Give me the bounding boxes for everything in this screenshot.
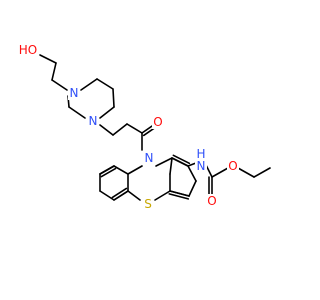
double-bond	[99, 165, 115, 175]
nh-carbamate-label: N	[197, 159, 206, 173]
single-bond	[113, 165, 129, 175]
nh-carbamate-label: H	[196, 147, 205, 161]
double-bond	[113, 190, 129, 201]
double-bond-second-line	[111, 187, 128, 199]
n-piperazine-bottom-label: N	[89, 114, 98, 128]
single-bond	[187, 165, 197, 182]
s-phenothiazine-label: S	[144, 197, 152, 211]
single-bond	[253, 167, 271, 178]
single-bond	[112, 88, 115, 108]
single-bond	[188, 180, 197, 197]
double-bond	[169, 190, 190, 197]
single-bond	[80, 78, 98, 91]
s-phenothiazine-label-background	[142, 197, 154, 211]
double-bond-second-line	[172, 154, 191, 165]
single-bond	[126, 123, 143, 134]
single-bond	[99, 106, 115, 119]
o-carbonyl-label-background	[152, 115, 164, 129]
oh-label-background	[18, 43, 38, 57]
double-bond	[171, 157, 189, 167]
single-bond	[99, 124, 114, 136]
o-carbonyl-label: O	[153, 115, 162, 129]
n-phenothiazine-label-background	[143, 151, 155, 165]
n-phenothiazine-label: N	[145, 151, 154, 165]
single-bond	[155, 157, 173, 167]
bonds	[39, 54, 271, 201]
single-bond	[187, 162, 197, 167]
single-bond	[96, 78, 114, 90]
single-bond	[39, 54, 57, 64]
o-carbamate-ester-label-background	[227, 159, 239, 173]
o-carbamate-ester-label: O	[228, 159, 237, 173]
oh-label: HO	[19, 43, 37, 57]
single-bond	[127, 190, 141, 201]
single-bond	[51, 62, 57, 81]
double-bond-second-line	[100, 167, 117, 178]
single-bond	[112, 123, 128, 136]
single-bond	[154, 190, 171, 201]
single-bond	[127, 165, 143, 175]
nh-carbamate-label-background	[195, 147, 207, 173]
o-carbamate-carbonyl-label: O	[207, 194, 216, 208]
single-bond	[68, 106, 86, 119]
single-bond	[169, 157, 173, 175]
single-bond	[211, 167, 229, 178]
single-bond	[51, 79, 68, 91]
n-piperazine-top-label: N	[70, 86, 79, 100]
single-bond	[237, 167, 255, 178]
o-carbamate-carbonyl-label-background	[206, 194, 218, 208]
double-bond-second-line	[168, 193, 190, 200]
n-piperazine-bottom-label-background	[87, 114, 99, 128]
n-piperazine-top-label-background	[68, 86, 80, 100]
single-bond	[99, 190, 115, 201]
